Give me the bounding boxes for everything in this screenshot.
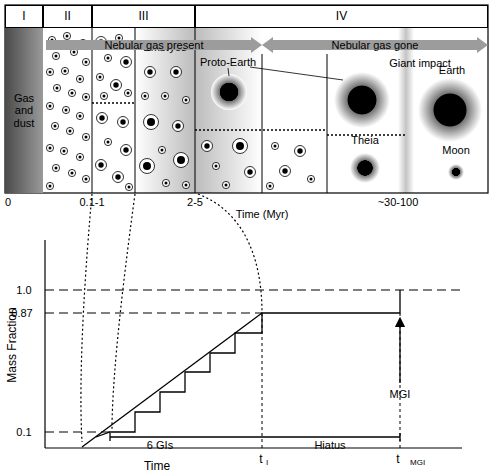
moon: [448, 164, 464, 180]
panel-label: Moon: [442, 145, 470, 156]
time-marker: t: [396, 453, 399, 465]
nebula-arrow: Nebular gas present: [46, 37, 262, 53]
planetesimals: [46, 32, 89, 189]
axis-title: Time (Myr): [236, 209, 289, 220]
impact-band: [398, 28, 414, 193]
node-text: Nebular gas present: [104, 39, 203, 52]
chart-axes: [45, 240, 462, 448]
arrow-label: MGI: [390, 389, 411, 400]
node-text: III: [138, 10, 148, 24]
column-lines: [92, 28, 327, 193]
stage-header: II: [43, 5, 92, 28]
panel-label: Earth: [439, 65, 465, 76]
node-text: II: [64, 10, 71, 24]
node-text: IV: [336, 10, 347, 24]
subscript: MGI: [410, 459, 425, 467]
stage-header: IV: [195, 5, 488, 28]
leader-line: [228, 68, 229, 76]
gas-gradient: [135, 28, 262, 193]
time-tick: 2-5: [187, 197, 203, 208]
arrow-body: [46, 37, 262, 53]
leader-line: [250, 67, 343, 80]
time-tick: 0: [5, 197, 11, 208]
time-tick: ~30-100: [378, 197, 419, 208]
node-text: I: [22, 10, 25, 24]
growth-curve: [82, 290, 400, 447]
theia: [350, 153, 380, 183]
bracket-label: Hiatus: [314, 440, 345, 451]
gas-dust-band: Gas and dust: [5, 28, 43, 193]
axis-tick: 1.0: [16, 285, 31, 296]
axis-tick: 0.1: [16, 427, 31, 438]
proto-earth: [211, 74, 247, 110]
nebula-arrow: Nebular gas gone: [262, 37, 488, 53]
proto-earth: [334, 72, 390, 128]
time-marker: t: [259, 453, 262, 465]
subscript: I: [266, 459, 268, 467]
dotted-curves: [81, 194, 262, 442]
arrow-body: [262, 37, 488, 53]
time-markers: [262, 313, 400, 448]
stage-header: I: [5, 5, 43, 28]
time-tick: 0.1-1: [79, 197, 104, 208]
panel-label: Proto-Earth: [200, 57, 256, 68]
panel-label: Theia: [351, 135, 379, 146]
axis-title: Time: [144, 460, 170, 472]
earth: [418, 78, 482, 142]
bracket-label: 6 GIs: [147, 440, 173, 451]
panel-frame: [5, 5, 488, 193]
node-text: Nebular gas gone: [332, 39, 419, 52]
axis-title: Mass Fraction: [6, 307, 18, 382]
node-text: Gas and dust: [5, 92, 43, 130]
embryos: [96, 34, 315, 190]
stage-header: III: [92, 5, 195, 28]
